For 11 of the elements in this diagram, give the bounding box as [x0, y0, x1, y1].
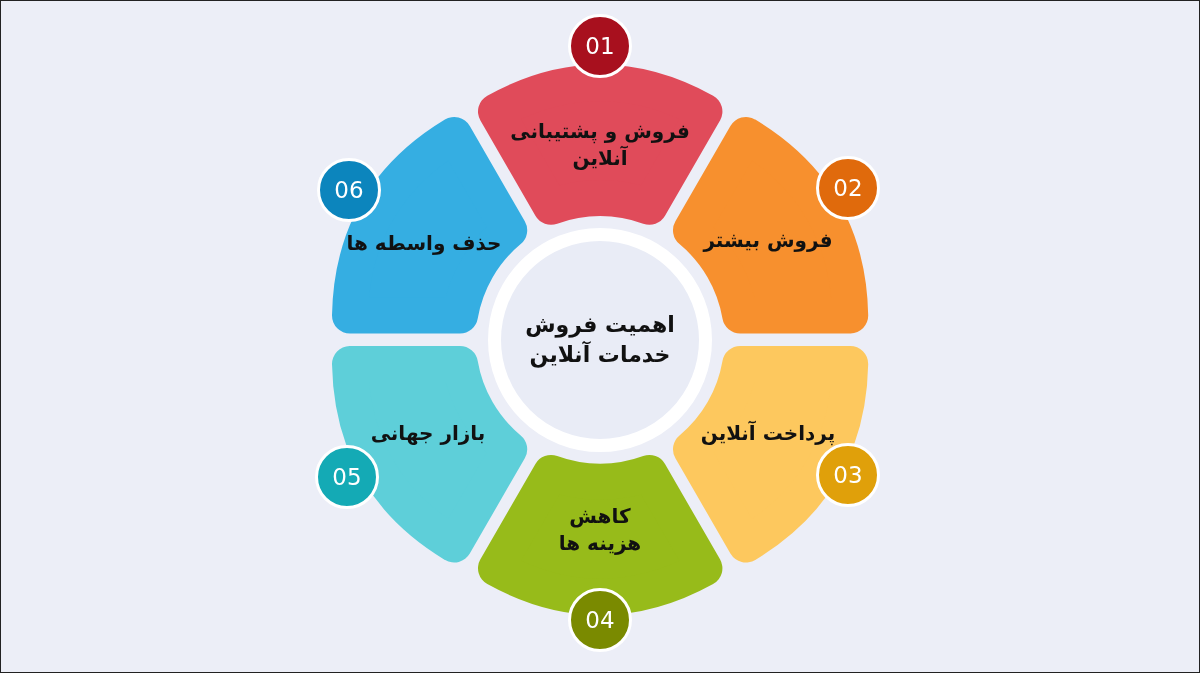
step-number: 02: [816, 156, 880, 220]
petal-label: حذف واسطه ها: [345, 229, 503, 257]
step-number: 01: [568, 14, 632, 78]
step-number: 05: [315, 445, 379, 509]
petal-label: کاهش هزینه ها: [557, 503, 643, 557]
step-number: 04: [568, 588, 632, 652]
center-label: اهمیت فروش خدمات آنلاین: [525, 311, 675, 370]
petal-label: فروش بیشتر: [701, 226, 834, 254]
petal-label: بازار جهانی: [369, 419, 487, 447]
petal-label: فروش و پشتیبانی آنلاین: [509, 118, 691, 172]
step-number: 06: [317, 158, 381, 222]
